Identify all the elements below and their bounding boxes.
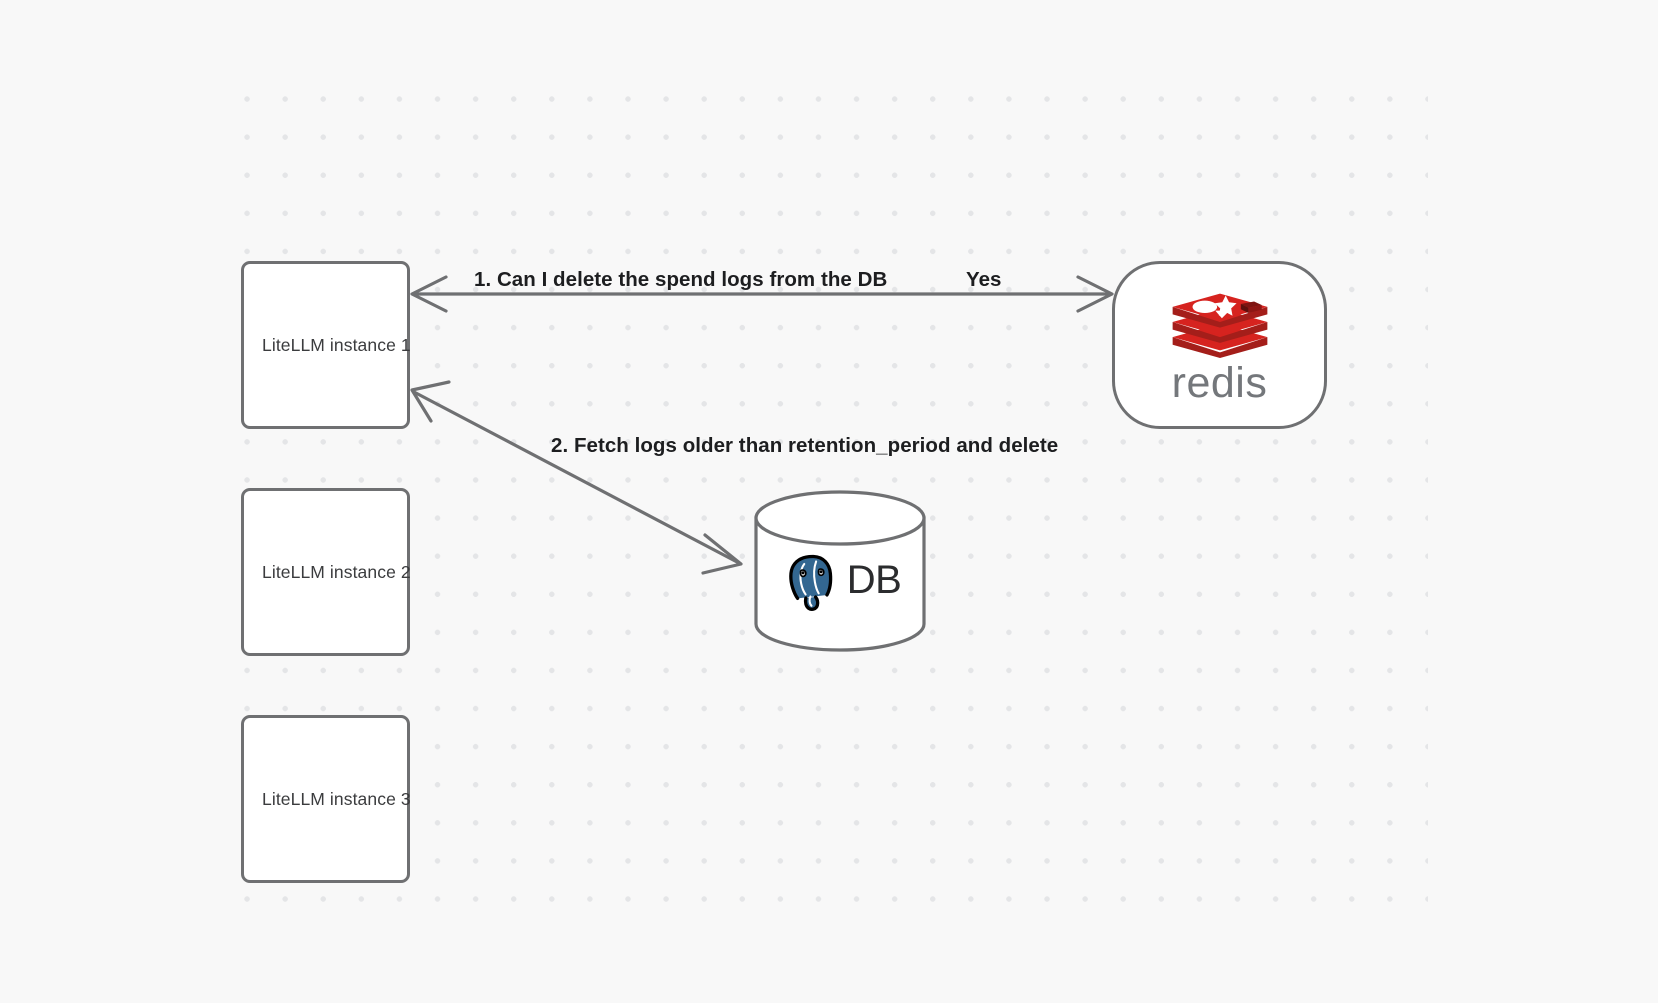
cylinder-shape [754,490,926,652]
node-litellm-instance-3-label: LiteLLM instance 3 [262,788,411,809]
edge-litellm1-redis-arrowhead-right [1076,275,1114,313]
edge-label-step-1-answer: Yes [966,268,1002,291]
node-litellm-instance-2[interactable]: LiteLLM instance 2 [241,488,411,656]
postgresql-elephant-icon [788,554,832,611]
edge-litellm1-db-arrowhead-end [701,533,743,575]
node-redis[interactable]: redis [1112,261,1327,429]
node-litellm-instance-3[interactable]: LiteLLM instance 3 [241,715,411,883]
redis-wordmark-label: redis [1171,358,1268,407]
edge-litellm1-redis-arrowhead-left [410,275,448,313]
edge-litellm1-db-line [413,390,740,565]
edge-litellm1-db-arrowhead-start [410,380,451,423]
edge-label-step-1: 1. Can I delete the spend logs from the … [474,268,888,291]
database-label: DB [846,558,902,602]
node-litellm-instance-1[interactable]: LiteLLM instance 1 [241,261,411,429]
edge-label-step-2: 2. Fetch logs older than retention_perio… [551,434,1059,457]
redis-logo-icon [1172,293,1267,358]
node-database[interactable]: DB [754,490,926,652]
node-litellm-instance-1-label: LiteLLM instance 1 [262,334,411,355]
node-litellm-instance-2-label: LiteLLM instance 2 [262,561,411,582]
